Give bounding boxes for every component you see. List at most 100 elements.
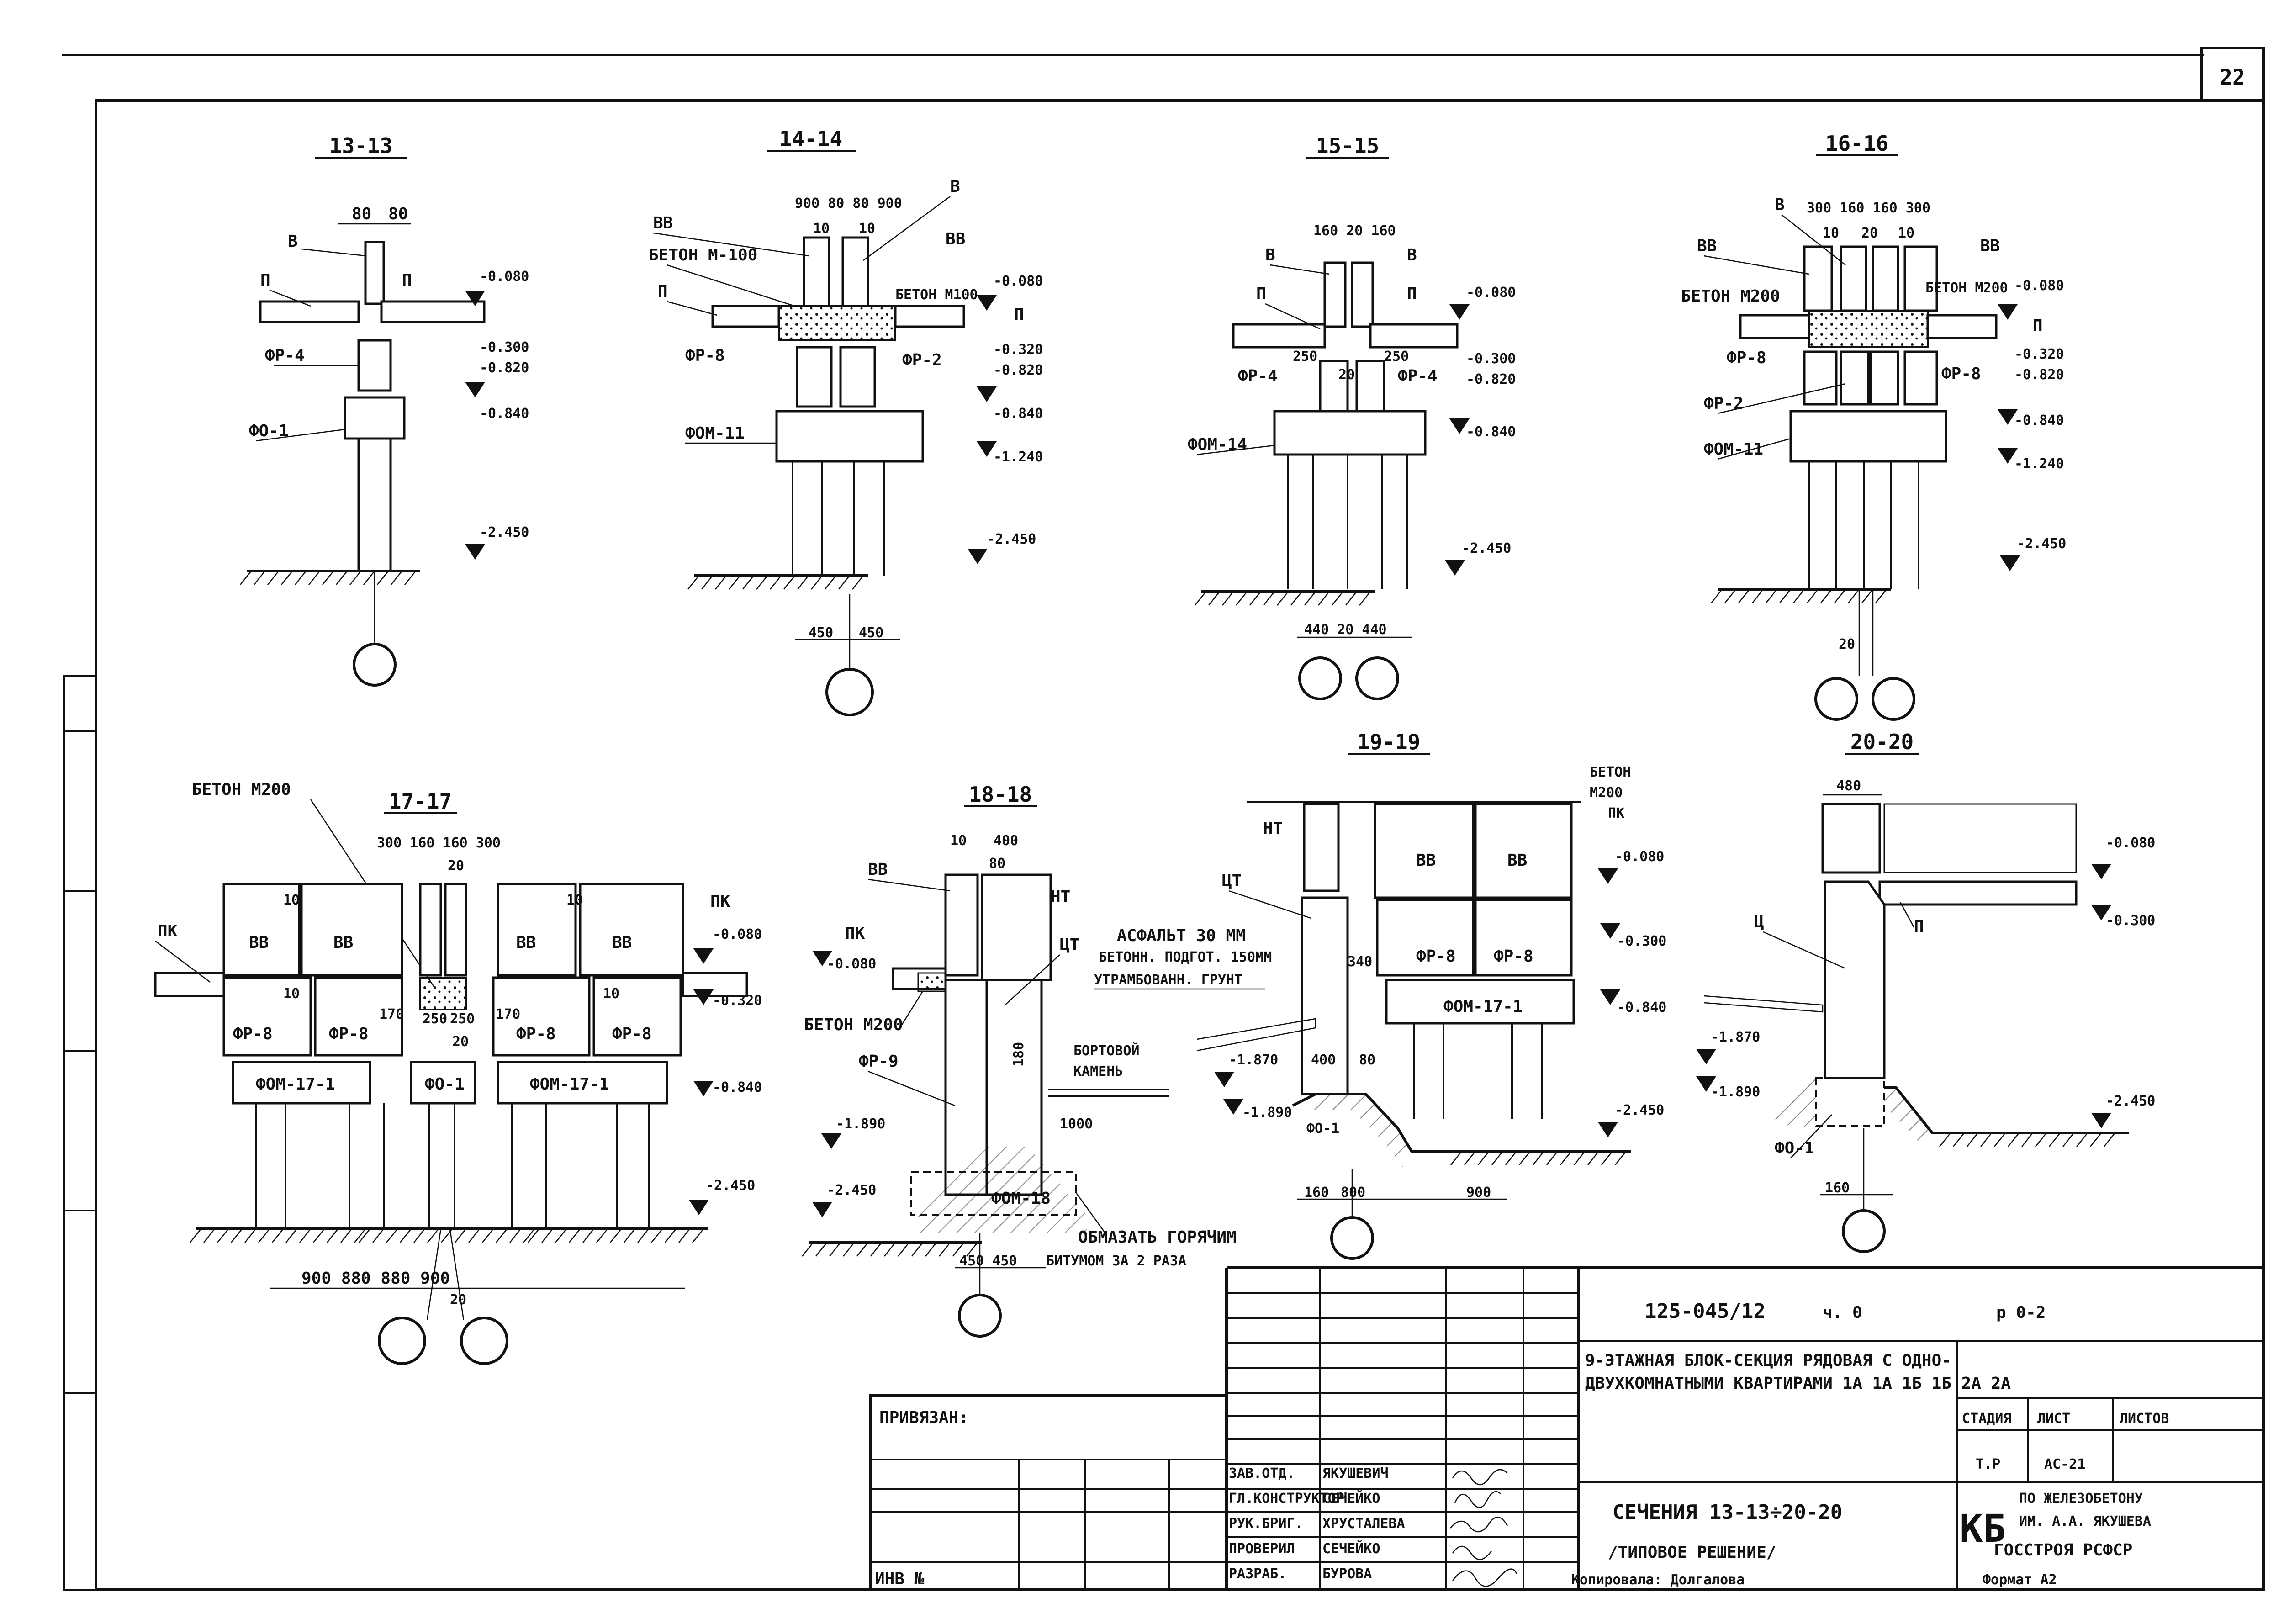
svg-text:БЕТОН М-100: БЕТОН М-100 — [649, 246, 757, 264]
svg-text:-0.080: -0.080 — [713, 926, 762, 942]
svg-text:ФР-8: ФР-8 — [516, 1025, 556, 1043]
svg-text:-0.840: -0.840 — [1617, 1000, 1666, 1016]
svg-text:ВВ: ВВ — [1697, 237, 1717, 255]
svg-text:ВВ: ВВ — [653, 214, 673, 233]
svg-text:160: 160 — [1304, 1185, 1329, 1201]
svg-text:20: 20 — [1861, 225, 1878, 241]
svg-text:14-14: 14-14 — [779, 127, 842, 151]
svg-text:400: 400 — [1311, 1052, 1336, 1068]
section-20-20: 20-20 480 160 Ц П ФО-1 -0.080 -0.300 -1.… — [1696, 730, 2155, 1253]
svg-text:В: В — [1265, 246, 1275, 264]
svg-text:В: В — [1775, 196, 1785, 214]
svg-text:-0.840: -0.840 — [713, 1079, 762, 1095]
section-19-19: 19-19 БЕТОН М200 ПК 160 800 900 НТ ЦТ ВВ… — [1196, 730, 1666, 1260]
svg-text:П: П — [402, 271, 412, 290]
svg-text:П: П — [1407, 285, 1417, 303]
svg-text:-1.870: -1.870 — [1229, 1052, 1278, 1068]
svg-text:900 880 880 900: 900 880 880 900 — [301, 1269, 450, 1288]
section-15-15: 15-15 160 20 160 440 20 440 В В П П 250 … — [1188, 133, 1516, 700]
svg-text:ЗАВ.ОТД.: ЗАВ.ОТД. — [1229, 1465, 1295, 1481]
svg-text:-0.840: -0.840 — [480, 406, 529, 422]
svg-text:-0.820: -0.820 — [994, 362, 1043, 378]
svg-text:ФР-8: ФР-8 — [233, 1025, 273, 1043]
svg-text:-2.450: -2.450 — [1615, 1102, 1664, 1118]
svg-text:800: 800 — [1341, 1185, 1365, 1201]
svg-text:400: 400 — [994, 833, 1018, 849]
svg-text:-0.840: -0.840 — [994, 406, 1043, 422]
org-mark: КБ — [1960, 1506, 2006, 1551]
svg-text:БЕТОНН. ПОДГОТ. 150ММ: БЕТОНН. ПОДГОТ. 150ММ — [1099, 949, 1272, 965]
svg-text:ЦТ: ЦТ — [1222, 872, 1242, 890]
svg-text:-0.840: -0.840 — [1466, 424, 1516, 440]
svg-text:БЕТОН М100: БЕТОН М100 — [895, 287, 978, 303]
svg-text:ХРУСТАЛЕВА: ХРУСТАЛЕВА — [1322, 1516, 1405, 1532]
svg-text:10: 10 — [566, 892, 583, 908]
svg-text:ВВ: ВВ — [612, 933, 632, 952]
svg-text:П: П — [1914, 917, 1924, 936]
doc-rev: р 0-2 — [1996, 1303, 2046, 1322]
svg-text:450 450: 450 450 — [959, 1253, 1017, 1269]
svg-text:80: 80 — [1359, 1052, 1375, 1068]
svg-text:ФР-8: ФР-8 — [329, 1025, 369, 1043]
svg-text:-2.450: -2.450 — [480, 524, 529, 540]
svg-text:ПК: ПК — [158, 922, 178, 941]
svg-text:340: 340 — [1348, 954, 1372, 970]
svg-text:170: 170 — [379, 1006, 404, 1022]
svg-text:20: 20 — [450, 1292, 466, 1308]
svg-text:-2.450: -2.450 — [2106, 1093, 2155, 1109]
svg-text:250: 250 — [423, 1011, 447, 1027]
svg-text:ГОССТРОЯ РСФСР: ГОССТРОЯ РСФСР — [1994, 1541, 2132, 1560]
svg-text:БИТУМОМ ЗА 2 РАЗА: БИТУМОМ ЗА 2 РАЗА — [1046, 1253, 1186, 1269]
svg-text:ФР-8: ФР-8 — [1416, 947, 1456, 966]
svg-text:10: 10 — [1898, 225, 1914, 241]
svg-text:10: 10 — [813, 221, 830, 237]
svg-text:ФОМ-18: ФОМ-18 — [991, 1189, 1051, 1208]
svg-text:440 20 440: 440 20 440 — [1304, 622, 1387, 638]
svg-text:-1.890: -1.890 — [1711, 1084, 1760, 1100]
sheet-title-line2: ДВУХКОМНАТНЫМИ КВАРТИРАМИ 1А 1А 1Б 1Б 2А… — [1585, 1374, 2011, 1393]
svg-text:-2.450: -2.450 — [1462, 540, 1511, 556]
svg-text:-0.820: -0.820 — [1466, 371, 1516, 387]
svg-text:-1.240: -1.240 — [2014, 456, 2064, 472]
svg-text:П: П — [260, 271, 270, 290]
svg-text:10: 10 — [603, 986, 619, 1002]
drawing-subtitle: /ТИПОВОЕ РЕШЕНИЕ/ — [1608, 1543, 1776, 1562]
svg-text:170: 170 — [496, 1006, 520, 1022]
svg-text:-2.450: -2.450 — [827, 1182, 876, 1198]
svg-text:КАМЕНЬ: КАМЕНЬ — [1073, 1063, 1123, 1079]
svg-text:БУРОВА: БУРОВА — [1322, 1566, 1372, 1582]
svg-text:ФОМ-11: ФОМ-11 — [685, 424, 745, 443]
section-title: 13-13 — [329, 133, 392, 158]
svg-text:-1.890: -1.890 — [1242, 1105, 1292, 1121]
svg-text:НТ: НТ — [1051, 888, 1070, 906]
svg-text:-0.320: -0.320 — [713, 993, 762, 1009]
svg-text:ВВ: ВВ — [1980, 237, 2000, 255]
svg-text:БЕТОН М200: БЕТОН М200 — [1925, 280, 2008, 296]
svg-text:ПК: ПК — [1608, 805, 1624, 821]
svg-text:300 160 160 300: 300 160 160 300 — [377, 835, 501, 851]
svg-text:-0.820: -0.820 — [2014, 367, 2064, 383]
svg-text:-0.080: -0.080 — [480, 269, 529, 285]
svg-text:ГЛ.КОНСТРУКТОР: ГЛ.КОНСТРУКТОР — [1229, 1491, 1344, 1507]
svg-text:Т.Р: Т.Р — [1976, 1456, 2000, 1472]
svg-text:В: В — [950, 177, 960, 196]
svg-text:-1.890: -1.890 — [836, 1116, 885, 1132]
svg-text:10: 10 — [950, 833, 967, 849]
doc-code: 125-045/12 — [1644, 1300, 1766, 1323]
svg-text:ВВ: ВВ — [333, 933, 353, 952]
svg-text:10: 10 — [283, 892, 300, 908]
svg-text:-0.080: -0.080 — [827, 956, 876, 972]
svg-text:ВВ: ВВ — [1416, 851, 1436, 870]
svg-text:80: 80 — [989, 856, 1005, 872]
svg-text:160 20 160: 160 20 160 — [1313, 223, 1396, 239]
svg-text:15-15: 15-15 — [1316, 133, 1379, 158]
section-16-16: 16-16 300 160 160 300 10 20 10 20 В ВВ В… — [1681, 131, 2066, 721]
svg-text:80: 80 — [352, 205, 371, 223]
svg-text:УТРАМБОВАНН. ГРУНТ: УТРАМБОВАНН. ГРУНТ — [1094, 972, 1242, 988]
svg-text:180: 180 — [1011, 1042, 1027, 1067]
section-18-18: 18-18 10 400 80 450 450 ВВ НТ ПК ЦТ БЕТО… — [802, 782, 1272, 1338]
svg-text:10: 10 — [283, 986, 300, 1002]
svg-text:-0.080: -0.080 — [1615, 849, 1664, 865]
svg-text:450: 450 — [809, 625, 833, 641]
svg-text:ФР-8: ФР-8 — [685, 346, 725, 365]
